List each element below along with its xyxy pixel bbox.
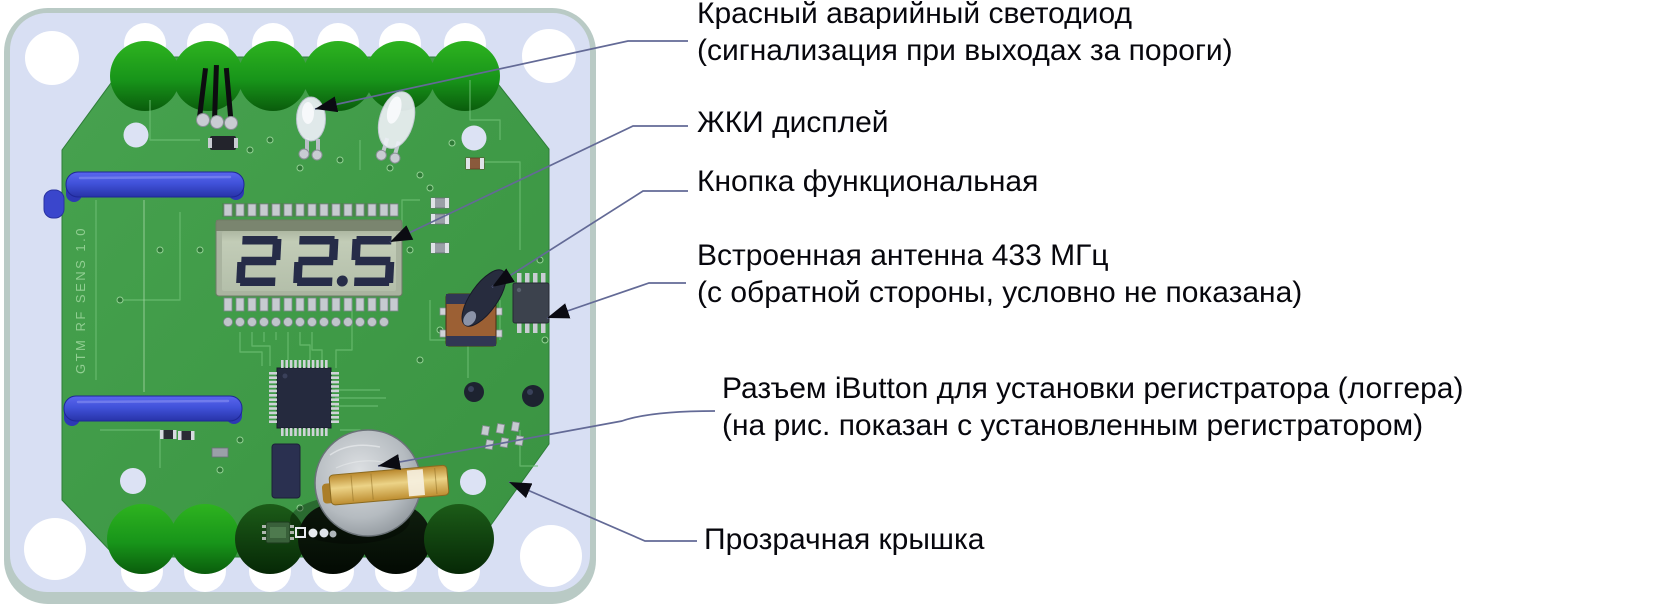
smd-parts (160, 430, 229, 458)
bottom-chip (262, 521, 337, 544)
callout-line: ЖКИ дисплей (697, 106, 889, 139)
callout-red-led: Красный аварийный светодиод (сигнализаци… (697, 0, 1233, 69)
callout-line: (на рис. показан с установленным регистр… (722, 409, 1424, 442)
blue-bands (43, 171, 245, 426)
callout-cover: Прозрачная крышка (704, 521, 984, 558)
cover-hole (522, 29, 576, 83)
callout-line: (с обратной стороны, условно не показана… (697, 276, 1303, 309)
callout-button: Кнопка функциональная (697, 163, 1038, 200)
callout-line: Встроенная антенна 433 МГц (697, 239, 1109, 272)
blue-band-bottom (63, 395, 243, 426)
callout-line: Разъем iButton для установки регистратор… (722, 372, 1464, 405)
callout-line: Прозрачная крышка (704, 523, 985, 556)
cover-hole (24, 518, 86, 580)
blue-band-top (65, 171, 245, 202)
blue-side-nub (43, 189, 65, 219)
cover-hole (520, 525, 582, 587)
lcd-pin-row-bottom (223, 297, 399, 327)
lcd-module (215, 203, 403, 327)
callout-line: Кнопка функциональная (697, 165, 1039, 198)
callout-line: Красный аварийный светодиод (697, 0, 1132, 30)
pcb-silkscreen-text: GTM RF SENS 1.0 (73, 226, 88, 374)
callout-antenna: Встроенная антенна 433 МГц (с обратной с… (697, 237, 1302, 311)
capacitor (271, 443, 301, 499)
lcd-pin-row-top (222, 203, 399, 217)
callout-lcd: ЖКИ дисплей (697, 104, 889, 141)
smd-diode (210, 136, 236, 150)
pin-header (196, 64, 238, 150)
device-photo: GTM RF SENS 1.0 (4, 8, 596, 604)
mcu-chip (269, 360, 339, 436)
callout-ibutton: Разъем iButton для установки регистратор… (722, 370, 1463, 444)
lcd-digits (236, 236, 395, 287)
callout-line: (сигнализация при выходах за пороги) (697, 34, 1233, 67)
cover-hole (25, 31, 79, 85)
round-components (464, 382, 544, 407)
gold-clip (321, 464, 450, 506)
